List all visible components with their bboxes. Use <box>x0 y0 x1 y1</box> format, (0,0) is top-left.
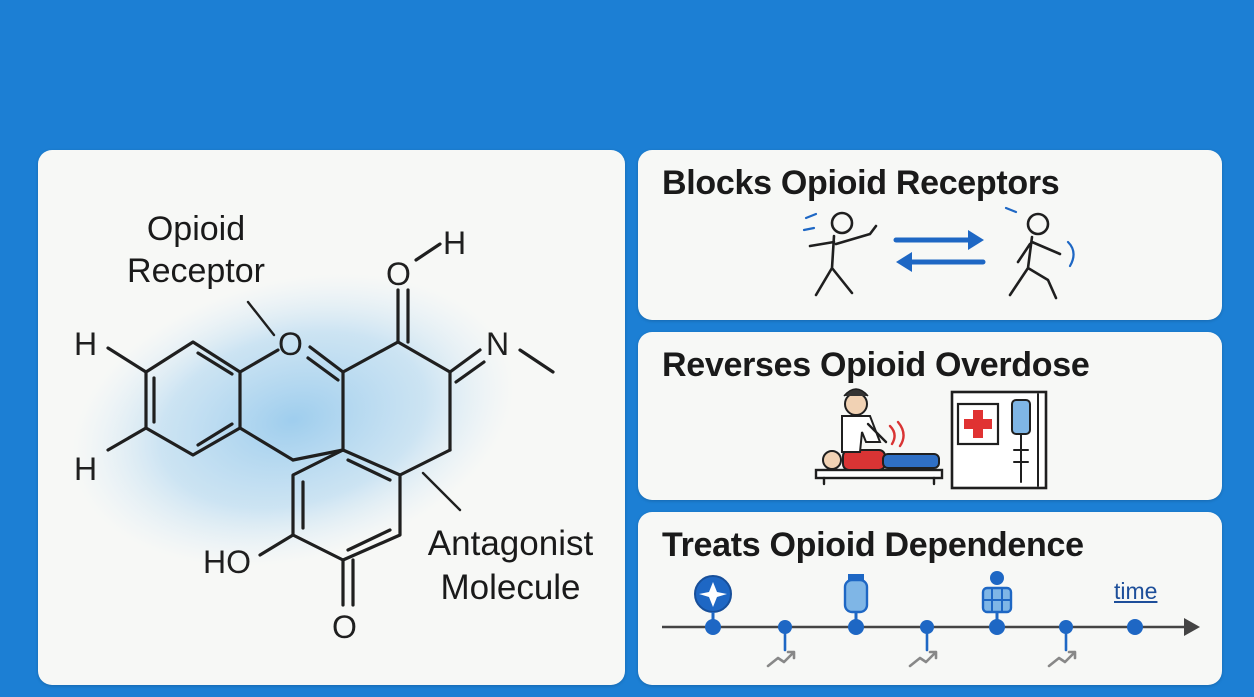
figure-right-icon <box>1004 206 1075 300</box>
antagonist-pointer <box>421 471 462 512</box>
atom-ho: HO <box>203 544 251 580</box>
vial-icon <box>843 574 869 620</box>
atom-h1: H <box>74 326 97 362</box>
bond-c-oh <box>258 533 295 557</box>
bond-o-c <box>308 345 345 374</box>
blocks-receptors-panel: Blocks Opioid Receptors <box>638 150 1222 320</box>
molecule-diagram: H H O O H N HO O <box>72 225 555 645</box>
exchange-arrows-icon <box>893 230 986 272</box>
treats-dependence-panel: Treats Opioid Dependence time <box>638 512 1222 685</box>
bond-c-n <box>448 348 482 374</box>
blocks-illustration <box>802 206 1075 300</box>
bond-o-c-double <box>306 356 340 382</box>
bond-o-h <box>414 242 442 262</box>
bond-c-c2 <box>238 426 295 462</box>
bond-c-c7 <box>398 448 452 477</box>
atom-o-top: O <box>386 256 411 292</box>
figure-left-icon <box>802 211 878 297</box>
panel-title-treats: Treats Opioid Dependence <box>662 526 1084 564</box>
bond-h2 <box>106 426 148 452</box>
atom-h2: H <box>74 451 97 487</box>
atom-o-bottom: O <box>332 609 357 645</box>
bond-n-methyl <box>518 348 555 374</box>
bond-c-o <box>238 348 280 374</box>
antagonist-label: Antagonist Molecule <box>408 522 613 610</box>
antagonist-label-line2: Molecule <box>440 568 581 607</box>
atom-h-top: H <box>443 225 466 261</box>
receptor-pointer <box>246 300 276 337</box>
receptor-label: Opioid Receptor <box>116 208 276 292</box>
star-badge-icon <box>694 575 732 620</box>
medical-cabinet-icon <box>950 390 1048 490</box>
bond-c-c4 <box>341 340 400 374</box>
reverses-overdose-panel: Reverses Opioid Overdose <box>638 332 1222 500</box>
receptor-label-line2: Receptor <box>127 252 265 290</box>
timeline-illustration <box>662 571 1200 668</box>
panel-title-reverses: Reverses Opioid Overdose <box>662 346 1090 384</box>
bond-h1 <box>106 346 148 374</box>
receptor-label-line1: Opioid <box>146 210 246 248</box>
timeline-dots <box>705 619 1143 635</box>
reverses-illustration <box>814 388 1048 490</box>
timeline-label: time <box>1114 578 1158 604</box>
bond-c-c3 <box>291 448 345 462</box>
panel-title-blocks: Blocks Opioid Receptors <box>662 164 1060 202</box>
paramedic-patient-icon <box>814 388 944 486</box>
molecule-panel: H H O O H N HO O <box>38 150 625 685</box>
antagonist-label-line1: Antagonist <box>427 524 594 563</box>
person-badge-icon <box>981 571 1013 620</box>
trend-icon <box>766 632 1077 668</box>
atom-n: N <box>486 326 509 362</box>
bond-c-n-double <box>454 360 486 384</box>
bond-c-c5 <box>396 340 452 374</box>
atom-o-ring: O <box>278 326 303 362</box>
